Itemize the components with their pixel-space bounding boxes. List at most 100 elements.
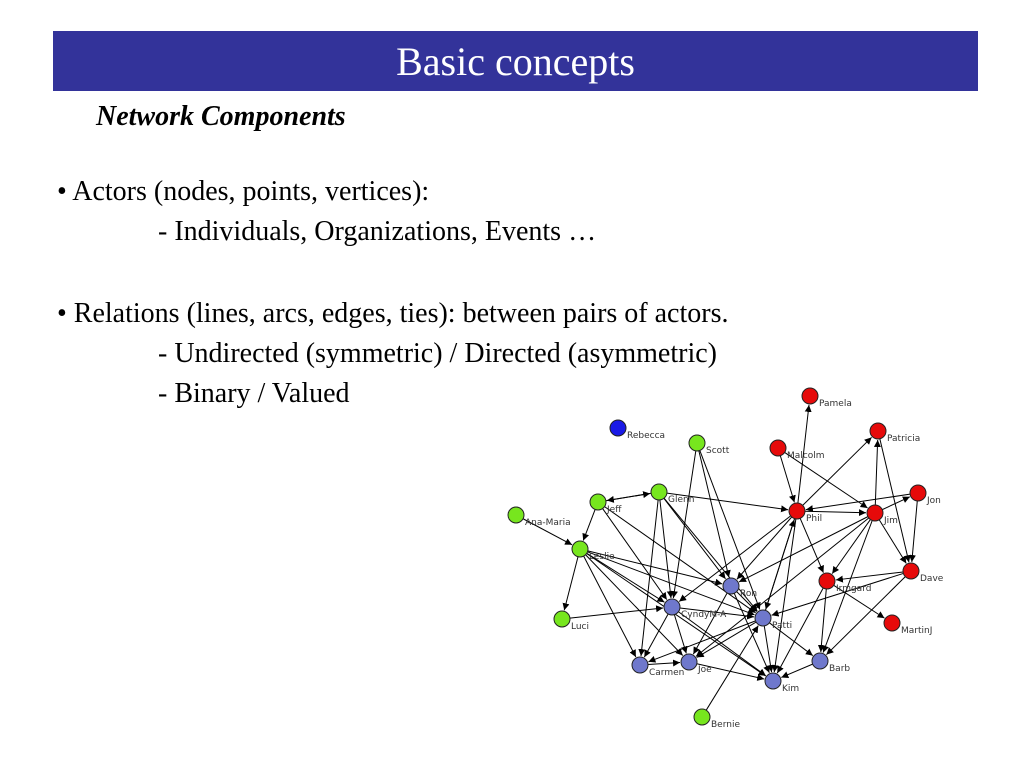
node-rebecca: Rebecca bbox=[609, 419, 665, 441]
edge-patti-barb bbox=[769, 622, 814, 656]
node-circle bbox=[788, 502, 806, 520]
node-label: Dave bbox=[920, 574, 944, 584]
node-circle bbox=[631, 656, 649, 674]
edge-glenn-phil bbox=[666, 492, 789, 513]
node-circle bbox=[764, 672, 782, 690]
node-label: Pamela bbox=[819, 399, 852, 409]
node-circle bbox=[769, 439, 787, 457]
edge-cyndy-patti bbox=[679, 607, 755, 620]
node-barb: Barb bbox=[811, 652, 850, 674]
edge-jeff-patti bbox=[604, 506, 756, 614]
edge-ron-joe bbox=[692, 592, 728, 655]
edge-jon-dave bbox=[908, 500, 918, 563]
edge-jim-dave bbox=[878, 519, 907, 564]
edge-cyndy-joe bbox=[673, 614, 688, 654]
edge-cyndy-carmen bbox=[643, 613, 669, 658]
node-dave: Dave bbox=[902, 562, 944, 584]
node-ron: Ron bbox=[722, 577, 757, 599]
edge-irmgard-martinj bbox=[833, 584, 885, 619]
edge-leslie-kim bbox=[586, 553, 766, 677]
node-circle bbox=[801, 387, 819, 405]
node-phil: Phil bbox=[788, 502, 822, 524]
edge-phil-pamela bbox=[797, 404, 812, 504]
node-jeff: Jeff bbox=[589, 493, 622, 515]
node-circle bbox=[909, 484, 927, 502]
edge-scott-cyndy bbox=[670, 450, 697, 599]
node-patricia: Patricia bbox=[869, 422, 920, 444]
node-circle bbox=[663, 598, 681, 616]
node-circle bbox=[902, 562, 920, 580]
node-jim: Jim bbox=[866, 504, 898, 526]
node-anamaria: Ana-Maria bbox=[507, 506, 571, 528]
node-cyndy: CyndyM-A bbox=[663, 598, 727, 620]
edge-jon-phil bbox=[805, 493, 911, 513]
edge-leslie-joe bbox=[585, 554, 684, 656]
node-malcolm: Malcolm bbox=[769, 439, 825, 461]
edge-anamaria-leslie bbox=[522, 518, 573, 546]
node-kim: Kim bbox=[764, 672, 799, 694]
edge-patti-phil bbox=[764, 519, 796, 611]
node-label: Patti bbox=[772, 621, 792, 631]
node-patti: Patti bbox=[754, 609, 792, 631]
edge-phil-jim bbox=[804, 509, 867, 517]
edge-jeff-leslie bbox=[582, 509, 596, 541]
node-circle bbox=[589, 493, 607, 511]
node-jon: Jon bbox=[909, 484, 941, 506]
edge-cyndy-kim bbox=[678, 611, 767, 677]
title-bar: Basic concepts bbox=[53, 31, 978, 91]
node-circle bbox=[693, 708, 711, 726]
node-circle bbox=[680, 653, 698, 671]
node-label: MartinJ bbox=[901, 626, 932, 636]
node-pamela: Pamela bbox=[801, 387, 852, 409]
bullet-actors-sub: - Individuals, Organizations, Events … bbox=[158, 216, 597, 247]
edge-jim-jon bbox=[882, 496, 911, 511]
edge-phil-patricia bbox=[802, 436, 872, 506]
edge-patti-kim bbox=[763, 625, 774, 673]
node-joe: Joe bbox=[680, 653, 712, 675]
edge-dave-patti bbox=[771, 572, 904, 617]
bullet-relations-sub-2: - Binary / Valued bbox=[158, 378, 350, 409]
node-label: Scott bbox=[706, 446, 730, 456]
edge-jim-joe bbox=[695, 517, 870, 657]
edge-patti-carmen bbox=[648, 620, 756, 663]
node-circle bbox=[553, 610, 571, 628]
node-irmgard: Irmgard bbox=[818, 572, 871, 594]
edge-dave-irmgard bbox=[835, 571, 904, 583]
edge-leslie-cyndy bbox=[586, 552, 665, 603]
node-circle bbox=[571, 540, 589, 558]
node-label: Ron bbox=[740, 589, 757, 599]
node-glenn: Glenn bbox=[650, 483, 694, 505]
node-circle bbox=[688, 434, 706, 452]
node-martinj: MartinJ bbox=[883, 614, 932, 636]
node-circle bbox=[754, 609, 772, 627]
node-circle bbox=[811, 652, 829, 670]
edge-jeff-cyndy bbox=[602, 508, 668, 600]
edge-jim-ron bbox=[738, 516, 869, 583]
node-label: Glenn bbox=[668, 495, 694, 505]
edge-glenn-patti bbox=[663, 497, 758, 612]
edge-malcolm-phil bbox=[779, 455, 796, 503]
node-luci: Luci bbox=[553, 610, 589, 632]
node-label: CyndyM-A bbox=[681, 610, 727, 620]
edge-patricia-dave bbox=[879, 438, 911, 563]
edge-carmen-joe bbox=[647, 659, 681, 667]
edge-leslie-luci bbox=[562, 556, 579, 611]
edge-phil-kim bbox=[771, 518, 797, 673]
edge-luci-cyndy bbox=[569, 605, 664, 619]
edge-bernie-patti bbox=[705, 625, 759, 711]
edge-malcolm-jim bbox=[784, 452, 868, 509]
slide-subtitle: Network Components bbox=[96, 101, 346, 132]
edge-ron-patti bbox=[736, 591, 757, 612]
node-carmen: Carmen bbox=[631, 656, 684, 678]
node-label: Phil bbox=[806, 514, 822, 524]
edge-patti-joe bbox=[696, 621, 757, 658]
edge-leslie-carmen bbox=[583, 555, 637, 658]
node-circle bbox=[883, 614, 901, 632]
node-circle bbox=[866, 504, 884, 522]
edge-phil-cyndy bbox=[678, 515, 791, 602]
node-label: Patricia bbox=[887, 434, 920, 444]
edge-jim-barb bbox=[822, 520, 873, 653]
node-label: Kim bbox=[782, 684, 799, 694]
node-circle bbox=[722, 577, 740, 595]
